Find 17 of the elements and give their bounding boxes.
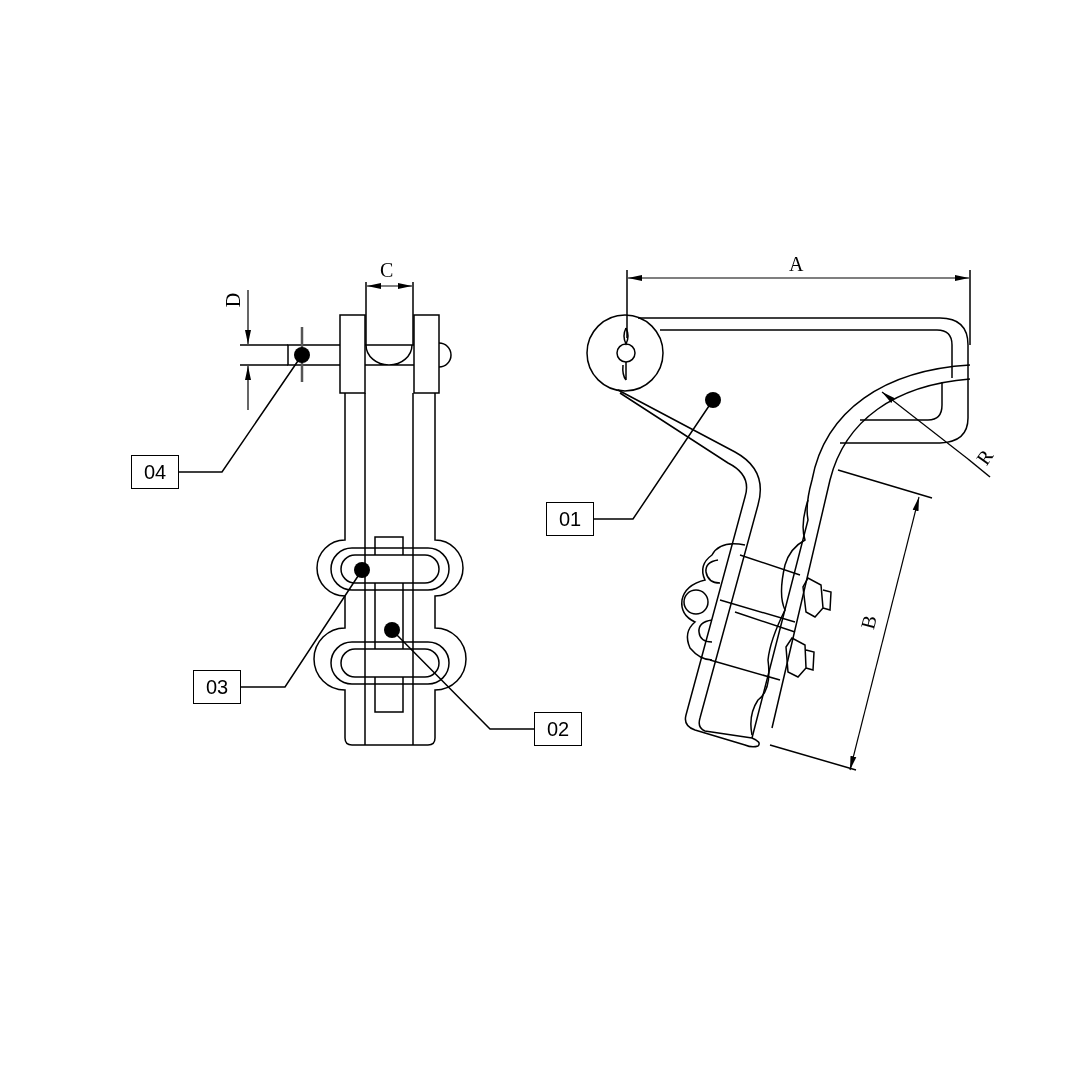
callout-box xyxy=(193,670,241,704)
callout-number: 01 xyxy=(558,507,582,531)
callout-box xyxy=(534,712,582,746)
callout-box xyxy=(546,502,594,536)
callout-number: 04 xyxy=(143,460,167,484)
callout-number: 02 xyxy=(546,717,570,741)
dimension-label: C xyxy=(380,260,394,280)
callout-number: 03 xyxy=(205,675,229,699)
dimension-label: B xyxy=(857,613,880,631)
leader-line xyxy=(240,562,370,688)
leader-line xyxy=(593,392,721,520)
callout-box xyxy=(131,455,179,489)
leader-line xyxy=(384,622,535,730)
leader-line xyxy=(178,347,310,473)
dimension-label: A xyxy=(789,254,804,274)
dimension-label: D xyxy=(223,292,244,308)
dimension-label: R xyxy=(972,445,997,469)
